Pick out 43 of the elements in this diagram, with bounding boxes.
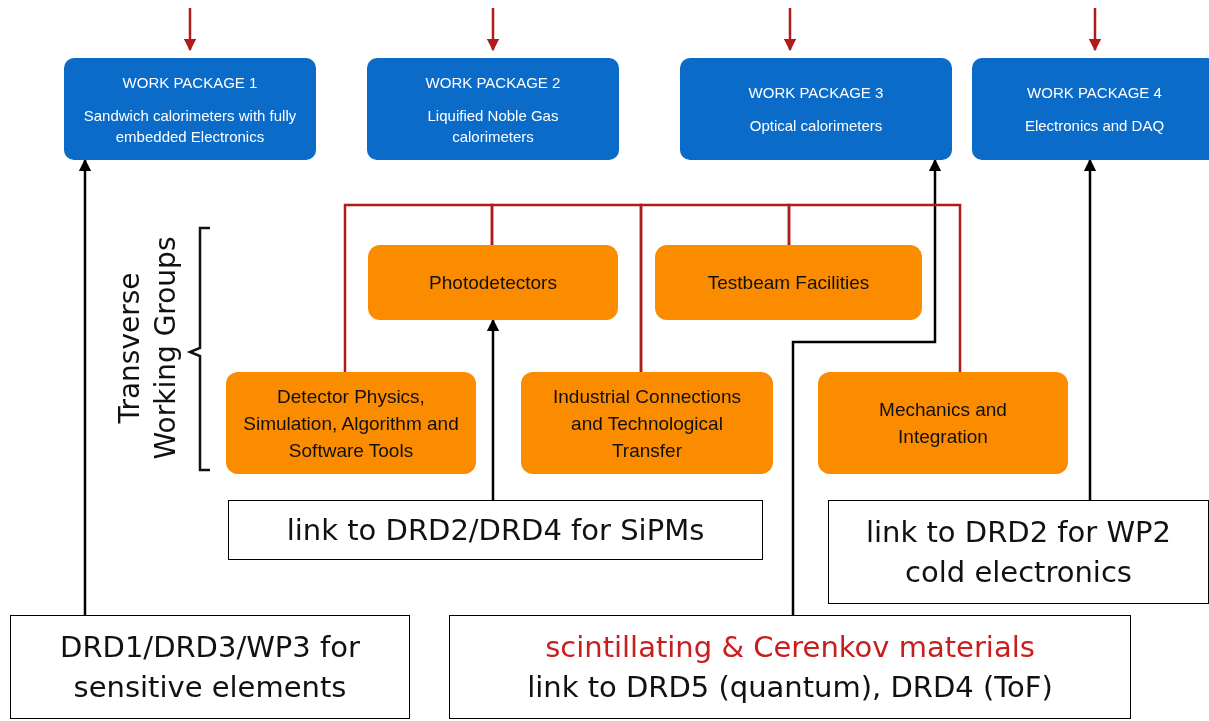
arrow xyxy=(486,8,500,52)
work-package-box xyxy=(367,58,619,160)
box-text: Detector Physics, Simulation, Algorithm and Software Tools xyxy=(242,384,460,463)
box-text: link to DRD5 (quantum), DRD4 (ToF) xyxy=(527,669,1053,706)
box-text: Electronics and DAQ xyxy=(1024,116,1165,136)
work-package-box xyxy=(680,58,952,160)
arrow xyxy=(783,8,797,52)
box-text: DRD1/DRD3/WP3 for sensitive elements xyxy=(59,629,361,706)
box-text: Testbeam Facilities xyxy=(707,271,870,295)
box-text: link to DRD2/DRD4 for SiPMs xyxy=(286,512,705,549)
box-text: Photodetectors xyxy=(429,271,557,295)
arrow xyxy=(1083,158,1097,500)
note-box xyxy=(828,500,1209,604)
note-box xyxy=(449,615,1131,719)
working-group-box xyxy=(655,245,922,320)
note-box xyxy=(228,500,763,560)
connector-line xyxy=(787,203,962,372)
box-heading: WORK PACKAGE 1 xyxy=(122,72,258,93)
work-package-box xyxy=(972,58,1209,160)
box-text: Mechanics and Integration xyxy=(878,398,1008,449)
group-label: Transverse Working Groups xyxy=(112,235,183,462)
box-text: scintillating & Cerenkov materials xyxy=(545,629,1035,666)
arrow xyxy=(78,158,92,615)
working-group-box xyxy=(226,372,476,474)
box-text: Sandwich calorimeters with fully embedded Electronics xyxy=(82,105,298,147)
box-text: Optical calorimeters xyxy=(749,116,883,136)
connector-line xyxy=(639,203,791,372)
note-box xyxy=(10,615,410,719)
working-group-box xyxy=(818,372,1068,474)
arrow xyxy=(1088,8,1102,52)
working-group-box xyxy=(521,372,773,474)
box-heading: WORK PACKAGE 3 xyxy=(748,83,884,103)
arrow xyxy=(183,8,197,52)
box-heading: WORK PACKAGE 4 xyxy=(1027,83,1162,103)
working-group-box xyxy=(368,245,618,320)
box-text: link to DRD2 for WP2 cold electronics xyxy=(865,514,1172,591)
arrow xyxy=(486,318,500,500)
box-text: Liquified Noble Gas calorimeters xyxy=(426,105,560,147)
box-text: Industrial Connections and Technological Transfer xyxy=(552,384,742,463)
arrow xyxy=(791,158,942,615)
box-heading: WORK PACKAGE 2 xyxy=(425,72,561,93)
work-package-box xyxy=(64,58,316,160)
connector-line xyxy=(343,203,494,372)
